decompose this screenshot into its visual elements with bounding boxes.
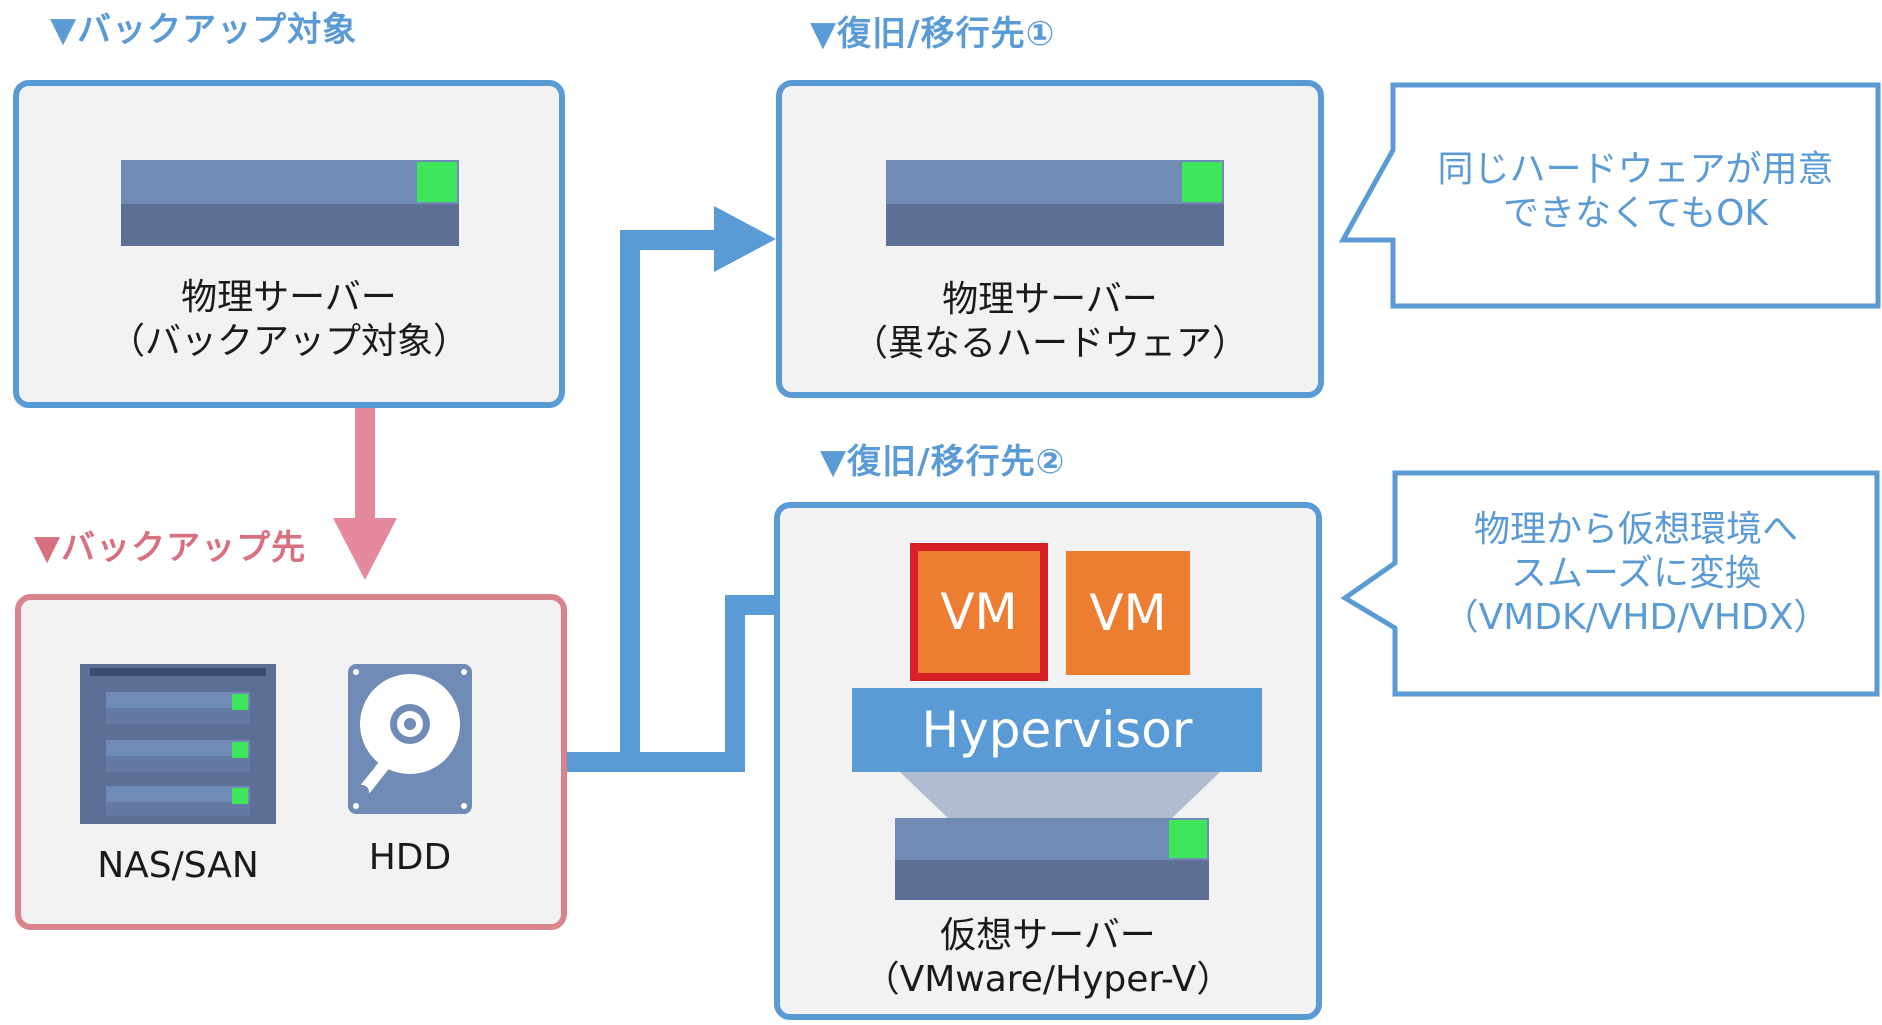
physical-server-icon (886, 160, 1224, 246)
heading-backup-destination: ▼バックアップ先 (34, 528, 307, 568)
callout-2-text: 物理から仮想環境へ スムーズに変換 （VMDK/VHD/VHDX） (1395, 508, 1877, 640)
nas-san-icon (80, 664, 276, 824)
restore1-connector (565, 230, 720, 772)
hdd-label: HDD (368, 837, 452, 878)
hdd-icon (348, 664, 472, 814)
source-label-line1: 物理サーバー (181, 277, 397, 318)
restore1-label-line1: 物理サーバー (942, 279, 1158, 320)
callout-2-line3: （VMDK/VHD/VHDX） (1442, 597, 1830, 638)
backup-destination-box: NAS/SAN HDD (15, 594, 567, 930)
vm-highlighted: VM (910, 543, 1048, 681)
restore1-label-line2: （異なるハードウェア） (851, 323, 1248, 364)
callout-2-line2: スムーズに変換 (1510, 553, 1762, 594)
restore2-label-line2: （VMware/Hyper-V） (863, 959, 1233, 1000)
callout-1-bubble (1338, 82, 1881, 309)
server-status-led (1169, 820, 1207, 858)
server-status-led (417, 162, 457, 202)
virtual-server-icon (895, 818, 1209, 900)
restore-target-2-box: VM VM Hypervisor 仮想サーバー （VMware/Hyper-V） (774, 502, 1322, 1020)
source-label-line2: （バックアップ対象） (108, 321, 469, 362)
backup-arrow-head (333, 518, 397, 580)
heading-restore-target-1: ▼復旧/移行先① (810, 14, 1056, 54)
restore2-label-line1: 仮想サーバー (940, 915, 1156, 956)
restore-target-1-box: 物理サーバー （異なるハードウェア） (776, 80, 1324, 398)
callout-1-line1: 同じハードウェアが用意 (1437, 149, 1834, 190)
physical-server-icon (121, 160, 459, 246)
callout-2-line1: 物理から仮想環境へ (1473, 509, 1798, 550)
callout-2-bubble (1340, 470, 1880, 697)
callout-1-text: 同じハードウェアが用意 できなくてもOK (1393, 148, 1878, 236)
hypervisor-layer: Hypervisor (852, 688, 1262, 772)
heading-backup-target: ▼バックアップ対象 (50, 10, 358, 50)
callout-1-line2: できなくてもOK (1502, 193, 1769, 234)
server-status-led (1182, 162, 1222, 202)
backup-arrow-shaft (355, 408, 375, 528)
nas-san-label: NAS/SAN (97, 845, 259, 886)
backup-source-box: 物理サーバー （バックアップ対象） (13, 80, 565, 408)
hypervisor-base-trapezoid (900, 772, 1220, 820)
heading-restore-target-2: ▼復旧/移行先② (820, 442, 1066, 482)
restore1-arrow-head (714, 206, 776, 272)
vm: VM (1066, 551, 1190, 675)
